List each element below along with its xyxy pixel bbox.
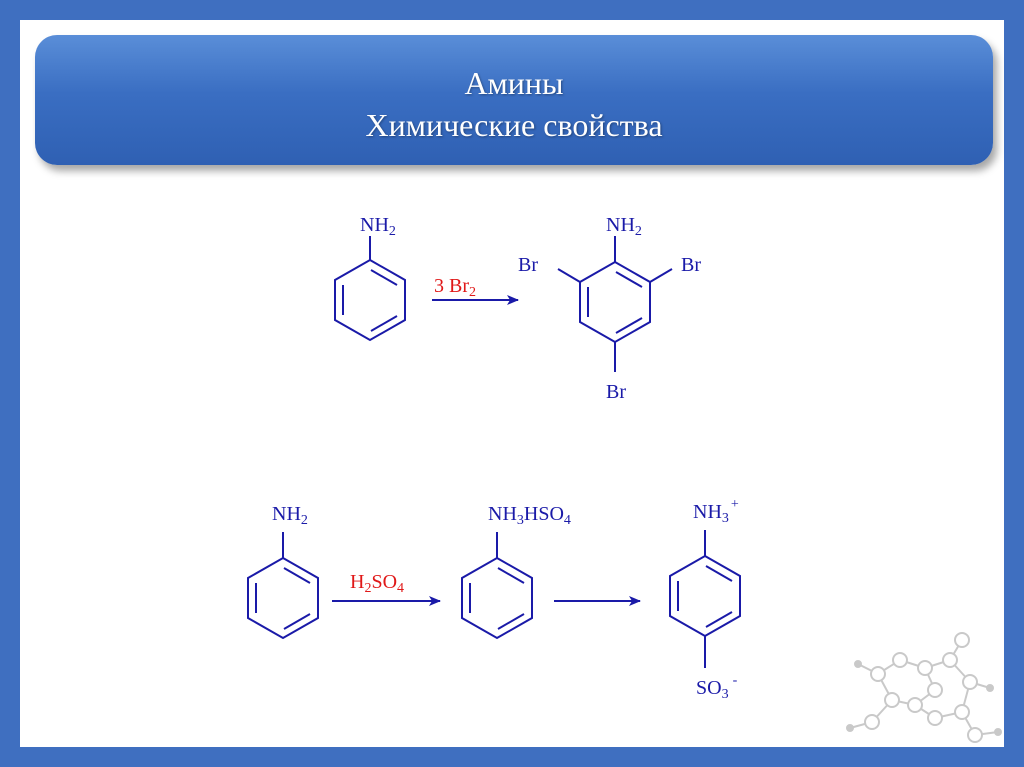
sulfanilic-acid-molecule bbox=[669, 530, 741, 668]
aniline-molecule-1 bbox=[334, 236, 406, 342]
bromine-bottom-label: Br bbox=[606, 381, 626, 403]
bromine-reagent-label: 3 Br2 bbox=[434, 275, 476, 300]
bromine-left-label: Br bbox=[518, 254, 538, 276]
anilinium-hydrogensulfate-molecule bbox=[461, 532, 533, 640]
tribromoaniline-molecule bbox=[557, 236, 673, 372]
amino-group-label-2: NH2 bbox=[272, 503, 308, 528]
amino-group-label: NH2 bbox=[360, 214, 396, 239]
title-line-2: Химические свойства bbox=[365, 107, 663, 143]
title-line-1: Амины bbox=[464, 65, 564, 101]
product-amino-label: NH2 bbox=[606, 214, 642, 239]
sulfonate-group-label: SO3- bbox=[696, 673, 738, 702]
aniline-molecule-2 bbox=[247, 532, 319, 640]
molecule-watermark-icon bbox=[846, 632, 1002, 743]
ammonium-hydrogensulfate-label: NH3HSO4 bbox=[488, 503, 571, 528]
ammonium-group-label: NH3+ bbox=[693, 497, 739, 526]
bromine-right-label: Br bbox=[681, 254, 701, 276]
sulfuric-acid-reagent-label: H2SO4 bbox=[350, 571, 404, 596]
slide-title: Амины Химические свойства bbox=[35, 62, 993, 146]
title-banner bbox=[35, 35, 993, 165]
